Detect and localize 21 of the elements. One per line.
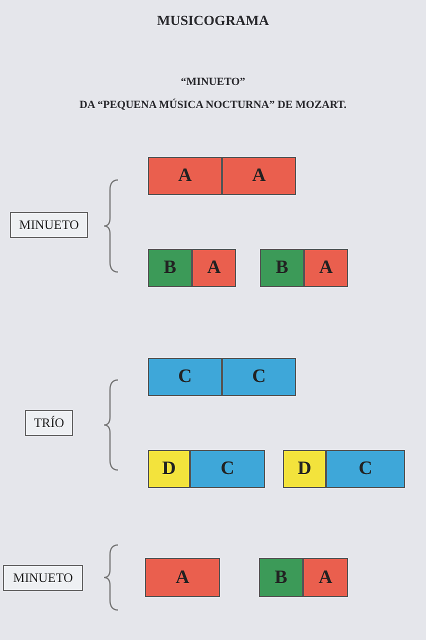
section-block: B	[260, 249, 304, 287]
section-block: A	[303, 558, 348, 597]
section-label: MINUETO	[10, 212, 88, 238]
subtitle: “MINUETO”	[180, 76, 246, 88]
section-block: D	[148, 450, 190, 488]
section-block: C	[190, 450, 265, 488]
section-block: A	[192, 249, 236, 287]
section-block: B	[259, 558, 303, 597]
section-block: A	[304, 249, 348, 287]
section-block: A	[148, 157, 222, 195]
section-label: MINUETO	[3, 565, 83, 591]
section-block: A	[145, 558, 220, 597]
subtitle: DA “PEQUENA MÚSICA NOCTURNA” DE MOZART.	[78, 99, 348, 111]
section-block: B	[148, 249, 192, 287]
section-block: D	[283, 450, 326, 488]
section-block: C	[148, 358, 222, 396]
title: MUSICOGRAMA	[156, 14, 270, 30]
section-block: C	[222, 358, 296, 396]
section-block: A	[222, 157, 296, 195]
section-label: TRÍO	[25, 410, 73, 436]
section-block: C	[326, 450, 405, 488]
